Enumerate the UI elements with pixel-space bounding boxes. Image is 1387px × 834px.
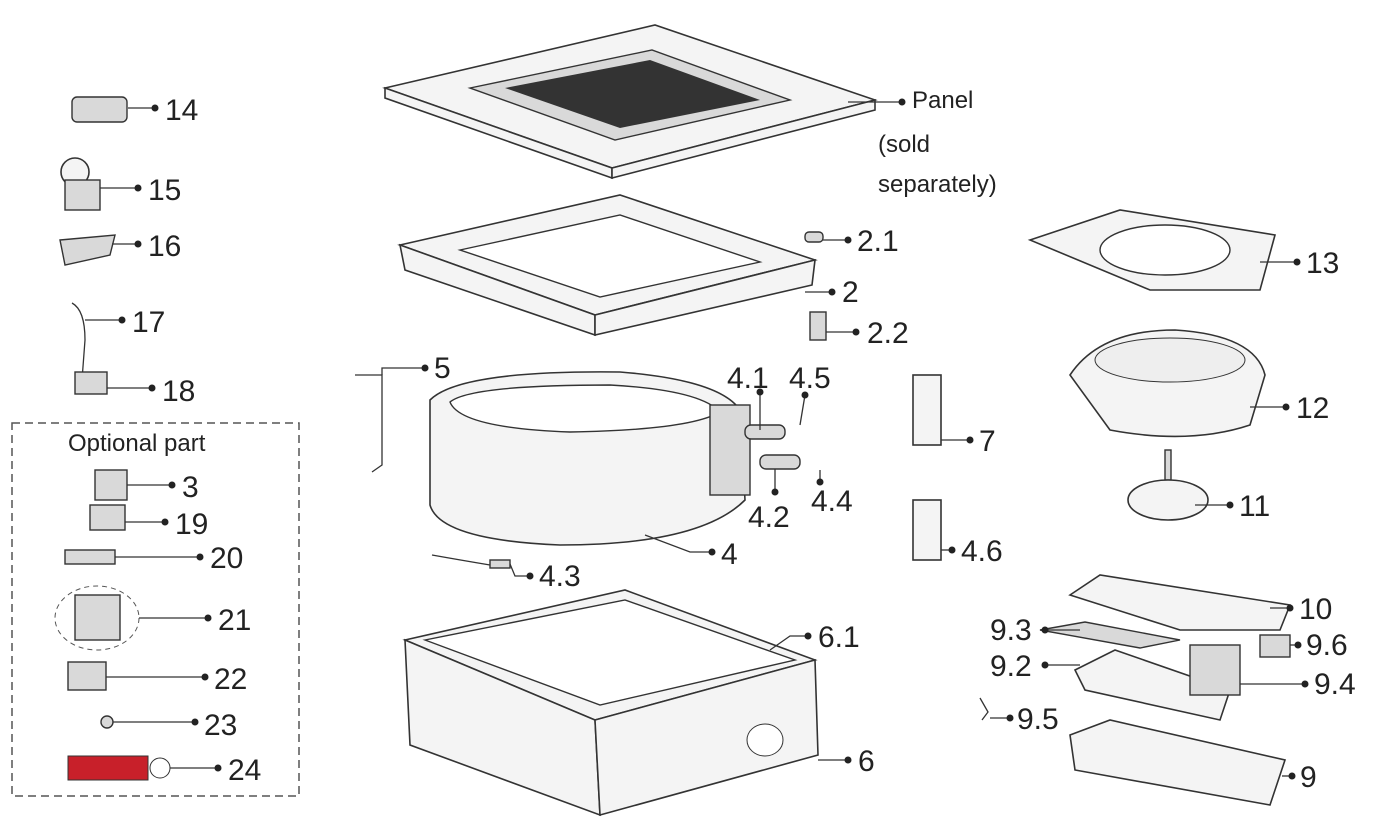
optional-part-title: Optional part (68, 430, 206, 457)
panel-label: Panel (912, 87, 973, 114)
callout-4-3: 4.3 (539, 560, 581, 593)
callout-4-6: 4.6 (961, 535, 1003, 568)
callout-19: 19 (175, 508, 208, 541)
callout-4: 4 (721, 538, 738, 571)
callout-6: 6 (858, 745, 875, 778)
callout-11: 11 (1239, 490, 1270, 523)
leader-lines (85, 98, 1309, 780)
callout-4-1: 4.1 (727, 362, 769, 395)
callout-2: 2 (842, 276, 859, 309)
small-parts (355, 231, 989, 721)
callout-9: 9 (1300, 761, 1317, 794)
callout-16: 16 (148, 230, 181, 263)
callout-10: 10 (1299, 593, 1332, 626)
callout-6-1: 6.1 (818, 621, 860, 654)
callout-18: 18 (162, 375, 195, 408)
callout-9-4: 9.4 (1314, 668, 1356, 701)
callout-9-5: 9.5 (1017, 703, 1059, 736)
callout-21: 21 (218, 604, 251, 637)
callout-24: 24 (228, 754, 261, 787)
fan-shroud-part-13 (1027, 209, 1277, 291)
fan-part-12 (1069, 329, 1266, 438)
callout-17: 17 (132, 306, 165, 339)
callout-9-2: 9.2 (990, 650, 1032, 683)
callout-12: 12 (1296, 392, 1329, 425)
callout-20: 20 (210, 542, 243, 575)
callout-22: 22 (214, 663, 247, 696)
callout-14: 14 (165, 94, 198, 127)
heat-exchanger-part-4 (429, 371, 801, 546)
callout-4-2: 4.2 (748, 501, 790, 534)
callout-5: 5 (434, 352, 451, 385)
panel-part (382, 24, 878, 180)
callout-7: 7 (979, 425, 996, 458)
callout-4-5: 4.5 (789, 362, 831, 395)
callout-15: 15 (148, 174, 181, 207)
frame-part-2 (397, 194, 818, 337)
callout-9-3: 9.3 (990, 614, 1032, 647)
callout-2-2: 2.2 (867, 317, 909, 350)
callout-9-6: 9.6 (1306, 629, 1348, 662)
callout-13: 13 (1306, 247, 1339, 280)
electric-box-parts (1039, 574, 1292, 806)
left-parts (11, 96, 300, 797)
callout-3: 3 (182, 471, 199, 504)
base-part-6 (402, 589, 819, 817)
callout-23: 23 (204, 709, 237, 742)
panel-label-sold: (sold (878, 131, 930, 158)
callout-4-4: 4.4 (811, 485, 853, 518)
motor-part-11 (1127, 449, 1209, 521)
panel-label-separately: separately) (878, 171, 997, 198)
callout-2-1: 2.1 (857, 225, 899, 258)
